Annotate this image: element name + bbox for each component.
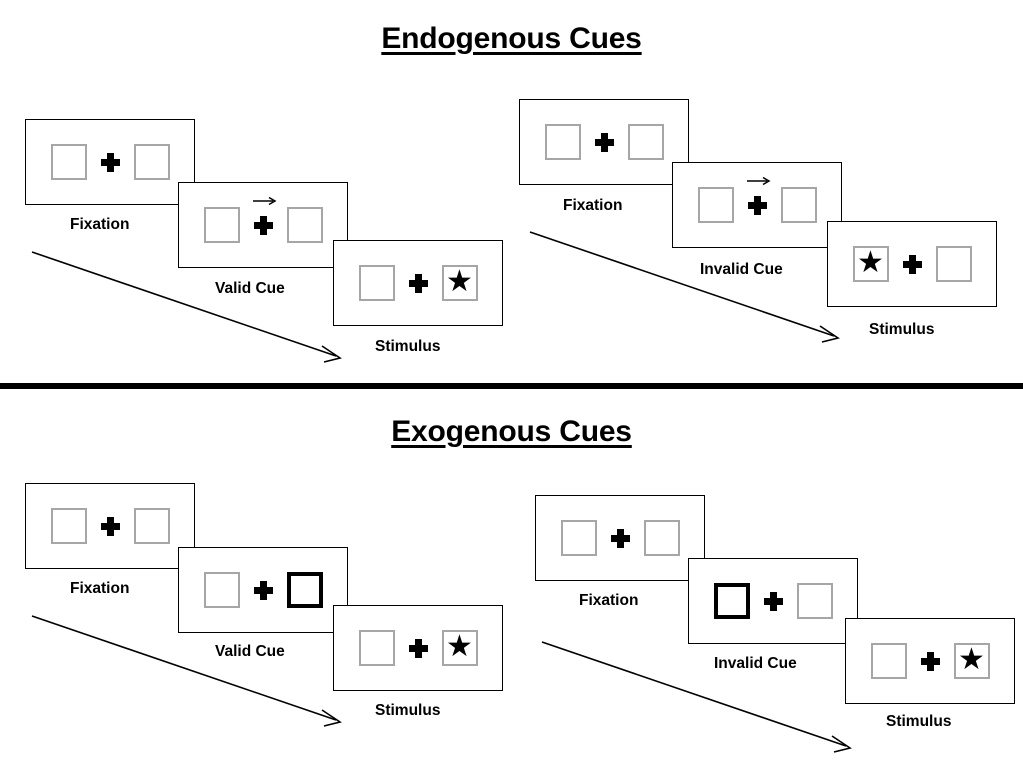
left-box: [544, 124, 581, 160]
right-box: ★: [441, 630, 478, 666]
center-cue-cell: [763, 591, 783, 611]
star-icon: ★: [857, 246, 884, 279]
time-arrow-exogenous-valid: [31, 615, 342, 727]
frame-endogenous-valid-cue[interactable]: [178, 182, 348, 268]
frame-exogenous-valid-stimulus[interactable]: ★: [333, 605, 503, 691]
center-cue-cell: [920, 651, 940, 671]
left-box: [203, 572, 240, 608]
section-divider: [0, 383, 1023, 389]
caption-exogenous-valid-cue: Valid Cue: [215, 643, 285, 660]
right-box: [133, 508, 170, 544]
right-box-cued: [286, 572, 323, 608]
caption-endogenous-valid-cue: Valid Cue: [215, 280, 285, 297]
right-box: [780, 187, 817, 223]
fixation-cross-icon: [610, 528, 630, 548]
caption-endogenous-valid-fixation: Fixation: [70, 216, 130, 233]
right-box: [627, 124, 664, 160]
fixation-cross-icon: [408, 638, 428, 658]
section-title-exogenous: Exogenous Cues: [391, 415, 632, 448]
star-icon: ★: [958, 643, 985, 676]
caption-exogenous-invalid-fixation: Fixation: [579, 592, 639, 609]
right-box: [133, 144, 170, 180]
frame-endogenous-invalid-fixation[interactable]: [519, 99, 689, 185]
right-box: [935, 246, 972, 282]
right-box: [286, 207, 323, 243]
caption-endogenous-invalid-cue: Invalid Cue: [700, 261, 783, 278]
center-cue-cell: [253, 580, 273, 600]
center-cue-cell: [408, 638, 428, 658]
fixation-cross-icon: [100, 516, 120, 536]
center-cue-cell: [252, 196, 276, 235]
frame-endogenous-invalid-cue[interactable]: [672, 162, 842, 248]
left-box: [50, 508, 87, 544]
frame-exogenous-invalid-cue[interactable]: [688, 558, 858, 644]
left-box: [697, 187, 734, 223]
left-box: [358, 630, 395, 666]
fixation-cross-icon: [920, 651, 940, 671]
fixation-cross-icon: [594, 132, 614, 152]
fixation-cross-icon: [902, 254, 922, 274]
fixation-cross-icon: [408, 273, 428, 293]
center-cue-cell: [100, 152, 120, 172]
center-cue-cell: [594, 132, 614, 152]
caption-endogenous-invalid-fixation: Fixation: [563, 197, 623, 214]
star-icon: ★: [446, 630, 473, 663]
fixation-cross-icon: [747, 195, 767, 215]
center-cue-cell: [100, 516, 120, 536]
cue-arrow-right-icon: [746, 176, 770, 185]
time-arrow-endogenous-invalid: [529, 231, 840, 343]
caption-endogenous-invalid-stimulus: Stimulus: [869, 321, 935, 338]
fixation-cross-icon: [763, 591, 783, 611]
frame-exogenous-invalid-fixation[interactable]: [535, 495, 705, 581]
caption-exogenous-valid-stimulus: Stimulus: [375, 702, 441, 719]
time-arrow-exogenous-invalid: [541, 641, 852, 753]
right-box: [643, 520, 680, 556]
caption-exogenous-invalid-cue: Invalid Cue: [714, 655, 797, 672]
frame-endogenous-valid-fixation[interactable]: [25, 119, 195, 205]
center-cue-cell: [610, 528, 630, 548]
caption-exogenous-invalid-stimulus: Stimulus: [886, 713, 952, 730]
frame-endogenous-invalid-stimulus[interactable]: ★: [827, 221, 997, 307]
caption-exogenous-valid-fixation: Fixation: [70, 580, 130, 597]
frame-exogenous-invalid-stimulus[interactable]: ★: [845, 618, 1015, 704]
left-box: [870, 643, 907, 679]
left-box: [203, 207, 240, 243]
left-box: [560, 520, 597, 556]
left-box: ★: [852, 246, 889, 282]
center-cue-cell: [746, 176, 770, 215]
center-cue-cell: [902, 254, 922, 274]
cue-arrow-right-icon: [252, 196, 276, 205]
right-box: ★: [441, 265, 478, 301]
time-arrow-endogenous-valid: [31, 251, 342, 363]
left-box: [50, 144, 87, 180]
left-box: [358, 265, 395, 301]
star-icon: ★: [446, 265, 473, 298]
frame-endogenous-valid-stimulus[interactable]: ★: [333, 240, 503, 326]
fixation-cross-icon: [253, 215, 273, 235]
frame-exogenous-valid-cue[interactable]: [178, 547, 348, 633]
caption-endogenous-valid-stimulus: Stimulus: [375, 338, 441, 355]
center-cue-cell: [408, 273, 428, 293]
right-box: ★: [953, 643, 990, 679]
right-box: [796, 583, 833, 619]
fixation-cross-icon: [100, 152, 120, 172]
fixation-cross-icon: [253, 580, 273, 600]
left-box-cued: [713, 583, 750, 619]
frame-exogenous-valid-fixation[interactable]: [25, 483, 195, 569]
section-title-endogenous: Endogenous Cues: [381, 22, 642, 55]
